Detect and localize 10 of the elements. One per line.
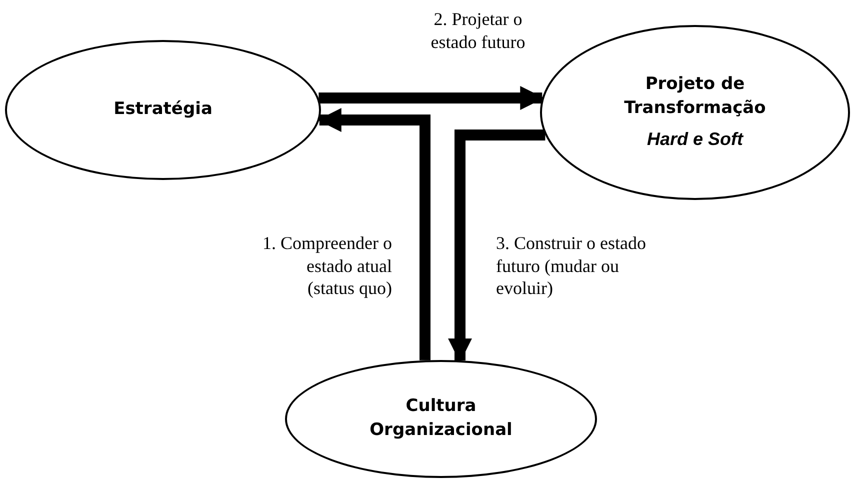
arrow [448, 130, 546, 362]
node-title: Estratégia [114, 98, 212, 122]
edge-label: 3. Construir o estado futuro (mudar ou evoluir) [496, 232, 647, 300]
edge-label: 1. Compreender o estado atual (status quo) [262, 232, 392, 300]
arrow [318, 86, 544, 110]
edge-label: 2. Projetar o estado futuro [430, 8, 526, 53]
node-title: Cultura Organizacional [368, 395, 514, 442]
node-subtitle: Hard e Soft [646, 128, 743, 151]
arrow [317, 108, 430, 360]
node-title: Projeto de Transformação [623, 73, 767, 120]
